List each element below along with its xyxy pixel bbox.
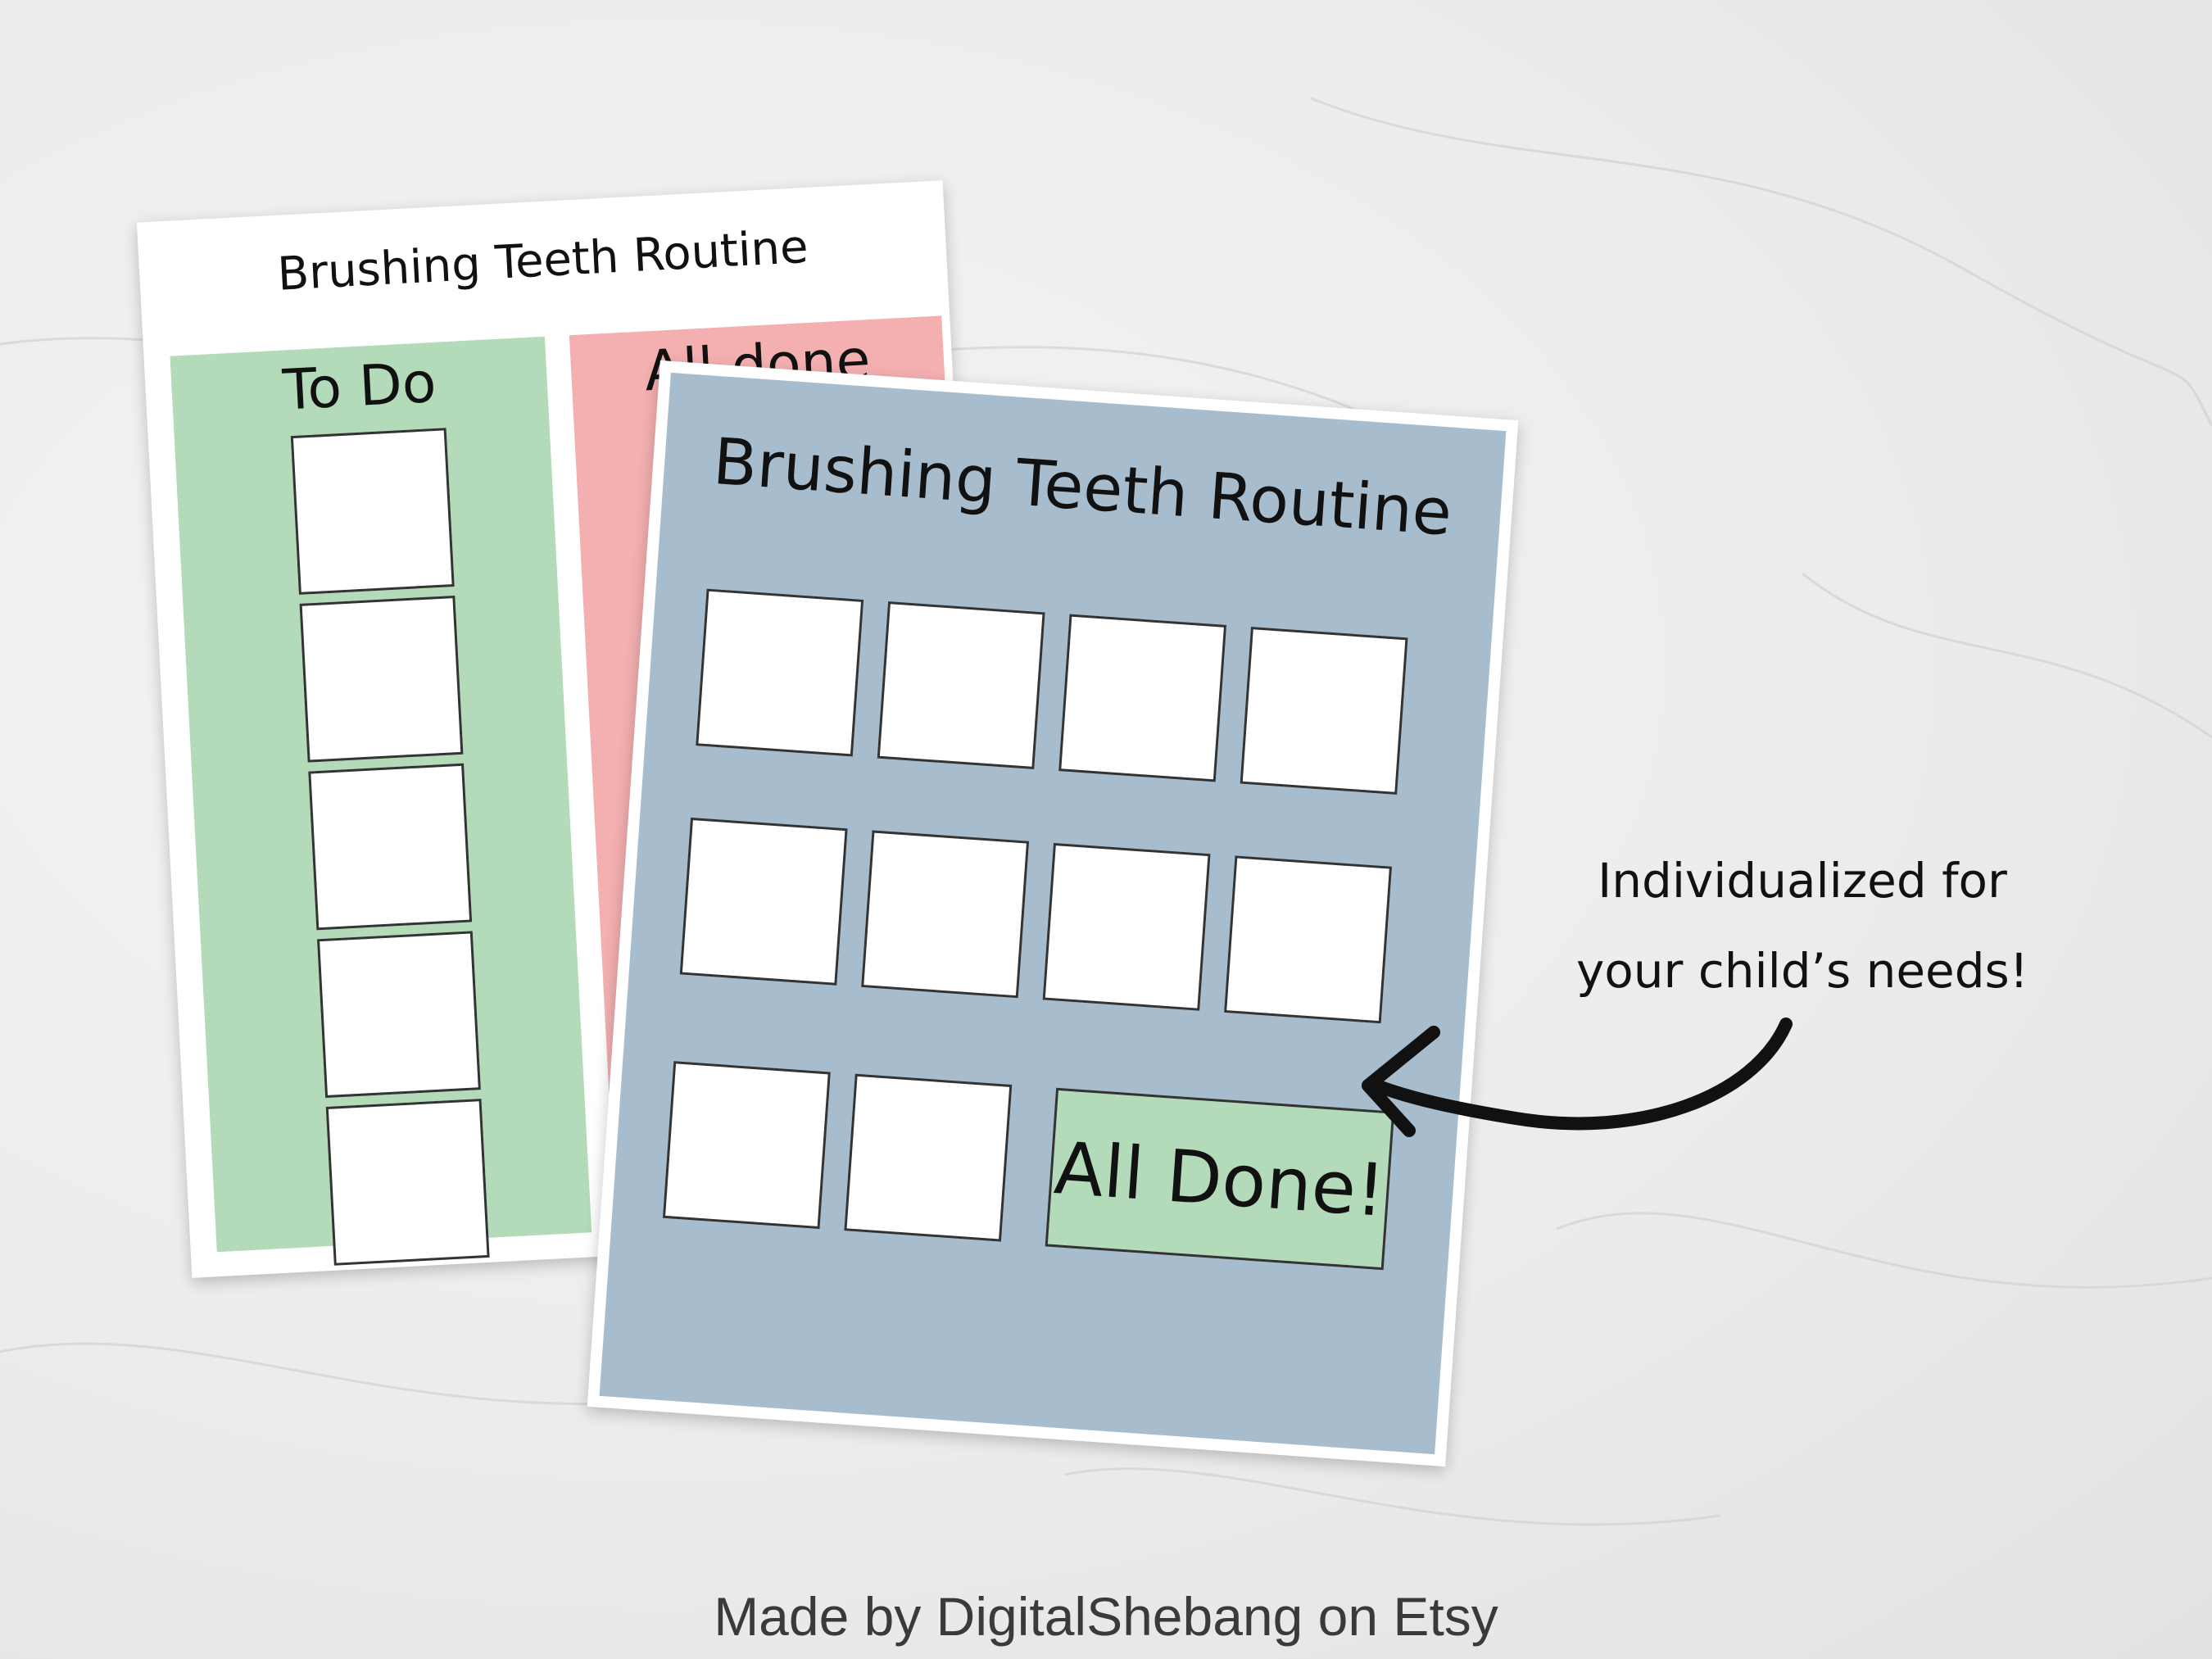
- routine-slot: [662, 1061, 831, 1230]
- routine-slot: [1058, 614, 1227, 782]
- front-sheet: Brushing Teeth Routine All Done!: [587, 360, 1519, 1467]
- routine-slot: [679, 817, 848, 986]
- routine-slot: [1042, 842, 1211, 1011]
- credit-text: Made by DigitalShebang on Etsy: [714, 1586, 1498, 1647]
- routine-slot: [696, 588, 864, 757]
- front-sheet-panel: Brushing Teeth Routine All Done!: [599, 372, 1507, 1455]
- routine-slot: [1240, 627, 1408, 795]
- todo-slot: [325, 1099, 490, 1266]
- todo-slot: [316, 931, 481, 1099]
- todo-slot: [299, 595, 464, 763]
- back-sheet-title: Brushing Teeth Routine: [276, 220, 810, 301]
- routine-slot: [844, 1073, 1013, 1242]
- routine-slot: [1224, 855, 1393, 1024]
- routine-slot: [861, 830, 1030, 999]
- routine-slot: [877, 601, 1045, 769]
- todo-column: To Do: [170, 336, 592, 1266]
- callout-text: Individualized for your child’s needs!: [1557, 836, 2048, 1016]
- front-sheet-title: Brushing Teeth Routine: [710, 424, 1454, 551]
- todo-heading: To Do: [281, 350, 438, 424]
- callout-line-2: your child’s needs!: [1575, 943, 2029, 999]
- callout-line-1: Individualized for: [1598, 853, 2007, 909]
- curved-arrow-icon: [1362, 1018, 1793, 1137]
- todo-slot: [308, 763, 473, 931]
- todo-slot: [290, 428, 455, 595]
